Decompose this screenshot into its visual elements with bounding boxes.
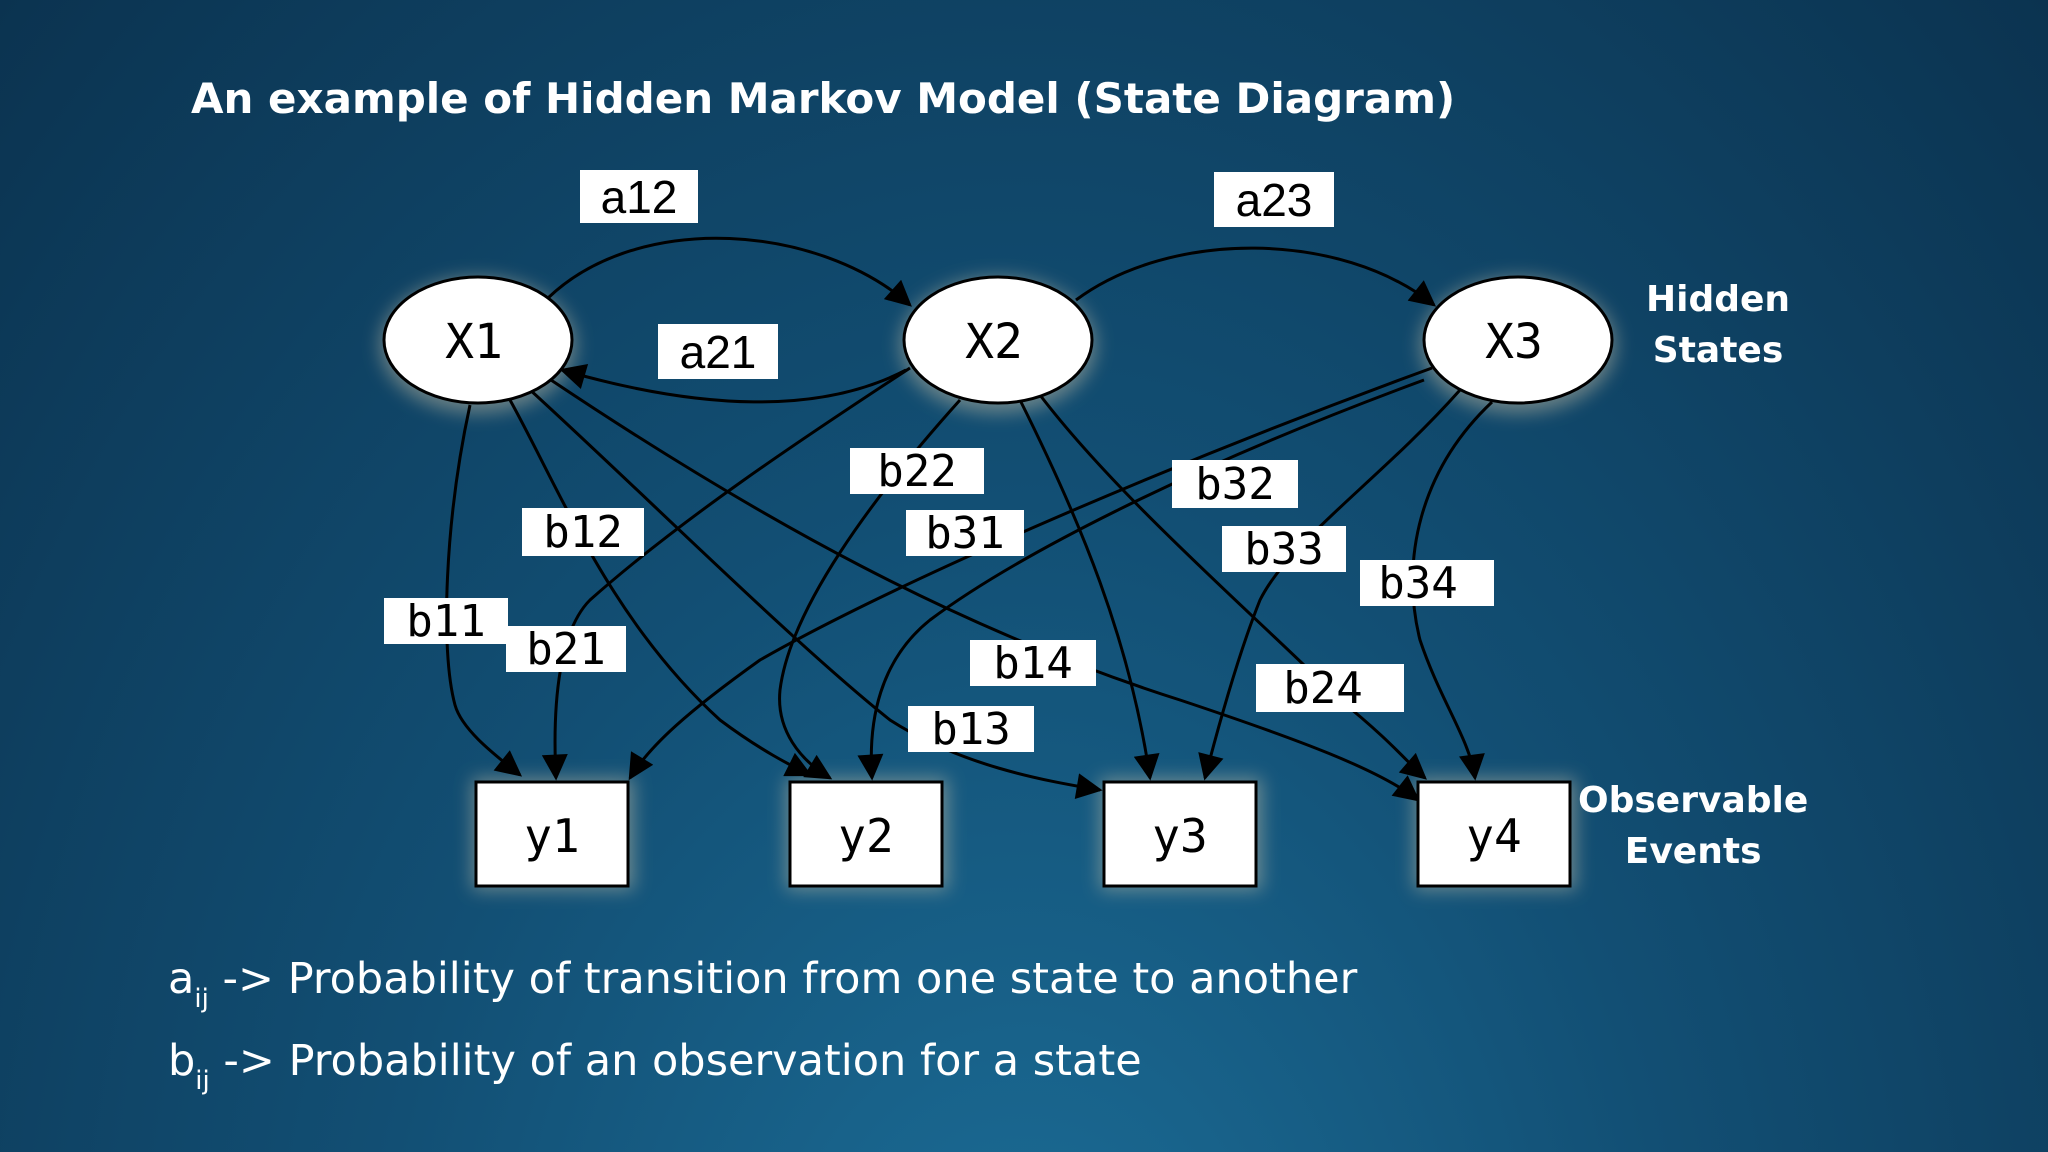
edge-x3-y2 — [857, 378, 1425, 781]
observable-events-line-2: Events — [1624, 831, 1762, 872]
legend-transition-line: aij -> Probability of transition from on… — [168, 948, 1357, 1030]
edge-x1-y3 — [526, 386, 1103, 799]
legend-b-symbol: b — [168, 1036, 196, 1086]
transition-label-a23: a23 — [1214, 172, 1334, 227]
emission-text-b32: b32 — [1195, 459, 1274, 510]
emission-label-b21: b21 — [506, 624, 626, 675]
edge-x2-y4 — [1038, 394, 1427, 780]
legend-a-text: -> Probability of transition from one st… — [208, 954, 1358, 1004]
emission-label-b34: b34 — [1360, 558, 1494, 609]
emission-text-b24: b24 — [1283, 663, 1362, 714]
slide-title: An example of Hidden Markov Model (State… — [191, 74, 1456, 123]
transition-text-a21: a21 — [680, 326, 757, 378]
edge-x3-y4 — [1411, 400, 1494, 781]
hidden-states-label: Hidden States — [1646, 274, 1790, 376]
emission-text-b12: b12 — [543, 507, 622, 558]
observation-label-y1: y1 — [524, 809, 579, 863]
emission-label-b31: b31 — [906, 508, 1024, 559]
emission-label-b32: b32 — [1172, 459, 1298, 510]
hidden-states-line-1: Hidden — [1646, 279, 1791, 320]
emission-label-b12: b12 — [522, 507, 644, 558]
legend-emission-line: bij -> Probability of an observation for… — [168, 1030, 1357, 1112]
edge-x2-x3 — [1075, 246, 1437, 307]
transition-label-a12: a12 — [580, 170, 698, 223]
edge-x3-y1 — [628, 366, 1433, 781]
edge-x1-y2 — [508, 399, 813, 777]
state-label-x2: X2 — [965, 314, 1023, 370]
transition-text-a12: a12 — [601, 171, 678, 223]
emission-label-b13: b13 — [908, 704, 1034, 755]
observable-events-line-1: Observable — [1578, 780, 1809, 821]
emission-text-b11: b11 — [406, 596, 485, 647]
emission-label-b33: b33 — [1222, 524, 1346, 575]
transition-label-a21: a21 — [658, 324, 778, 379]
edge-x2-x1 — [559, 364, 907, 404]
emission-text-b33: b33 — [1244, 524, 1323, 575]
emission-label-b22: b22 — [850, 446, 984, 497]
observable-events-label: Observable Events — [1578, 775, 1808, 877]
edge-x2-y1 — [541, 366, 911, 781]
transition-text-a23: a23 — [1236, 174, 1313, 226]
edge-x1-x2 — [546, 236, 912, 307]
emission-label-b11: b11 — [384, 596, 508, 647]
emission-text-b22: b22 — [877, 446, 956, 497]
emission-text-b14: b14 — [993, 638, 1072, 689]
edge-x3-y3 — [1198, 389, 1462, 781]
legend-a-subscript: ij — [194, 984, 209, 1014]
emission-text-b31: b31 — [925, 508, 1004, 559]
observation-label-y3: y3 — [1152, 809, 1207, 863]
emission-text-b21: b21 — [526, 624, 605, 675]
emission-text-b34: b34 — [1378, 558, 1457, 609]
state-node-x1: X1 — [382, 275, 574, 405]
legend-a-symbol: a — [168, 954, 195, 1004]
legend: aij -> Probability of transition from on… — [168, 948, 1357, 1112]
emission-text-b13: b13 — [931, 704, 1010, 755]
legend-b-text: -> Probability of an observation for a s… — [209, 1036, 1142, 1086]
hidden-states-line-2: States — [1652, 330, 1784, 371]
state-node-x3: X3 — [1422, 275, 1614, 405]
observation-node-y2: y2 — [788, 780, 944, 888]
edge-x1-y1 — [445, 404, 523, 777]
observation-node-y4: y4 — [1416, 780, 1572, 888]
observation-label-y2: y2 — [838, 809, 893, 863]
legend-b-subscript: ij — [195, 1066, 210, 1096]
state-node-x2: X2 — [902, 275, 1094, 405]
observation-node-y1: y1 — [474, 780, 630, 888]
emission-label-b24: b24 — [1256, 663, 1404, 714]
state-label-x3: X3 — [1485, 314, 1543, 370]
emission-label-b14: b14 — [970, 638, 1096, 689]
observation-node-y3: y3 — [1102, 780, 1258, 888]
edge-x2-y3 — [1018, 399, 1160, 781]
observation-label-y4: y4 — [1466, 809, 1521, 863]
state-label-x1: X1 — [445, 314, 503, 370]
